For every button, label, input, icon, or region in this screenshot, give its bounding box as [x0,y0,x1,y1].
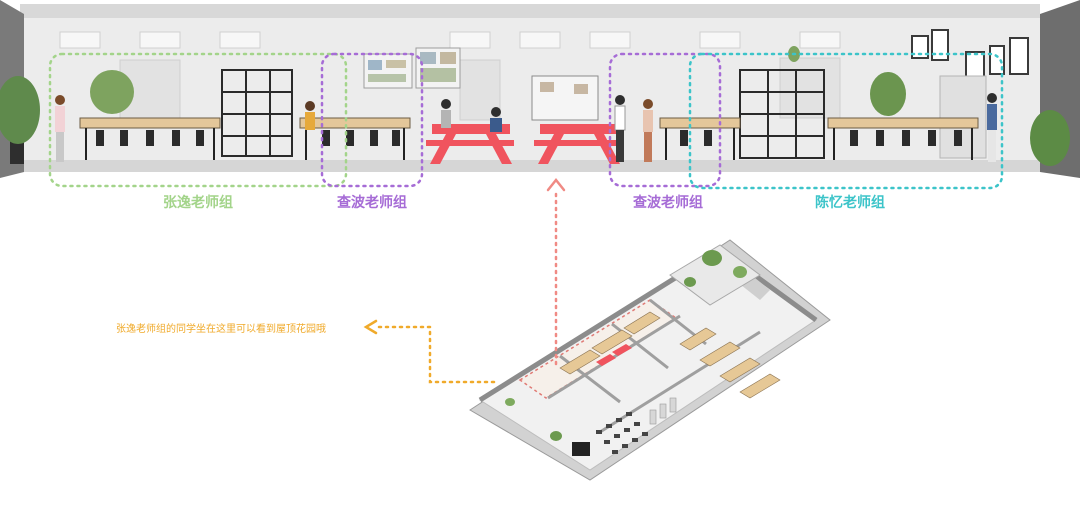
zha-bo-group-outline-right [608,52,722,188]
connector-arrow-up [546,177,566,366]
zha-bo-group-label-left: 查波老师组 [337,195,407,211]
isometric-floor-plan [469,239,831,481]
chen-yi-group-label: 陈忆老师组 [815,195,885,211]
storage-cabinet [939,75,987,159]
zhang-yi-group-outline [48,52,348,188]
zha-bo-group-outline-left [320,52,424,188]
rooftop-garden-annotation: 张逸老师组的同学坐在这里可以看到屋顶花园哦 [116,324,326,335]
shelving-units [221,69,825,159]
chairs [96,130,962,146]
connector-arrow-annotation [363,319,496,384]
desks [79,117,979,129]
elevation-section [0,0,1080,178]
ceiling-slab [20,4,1040,18]
bulletin-boards [363,47,599,121]
people-silhouettes [55,93,997,162]
plant-icons [0,46,1070,166]
red-picnic-tables [426,124,622,164]
wall-frames [911,29,1029,79]
desk-legs [85,128,973,160]
zhang-yi-group-label: 张逸老师组 [163,195,233,211]
chen-yi-group-outline [688,52,1004,190]
group-outlines [48,52,1004,190]
clerestory-windows [59,31,841,49]
floor-line [24,160,1040,172]
zha-bo-group-label-right: 查波老师组 [633,195,703,211]
